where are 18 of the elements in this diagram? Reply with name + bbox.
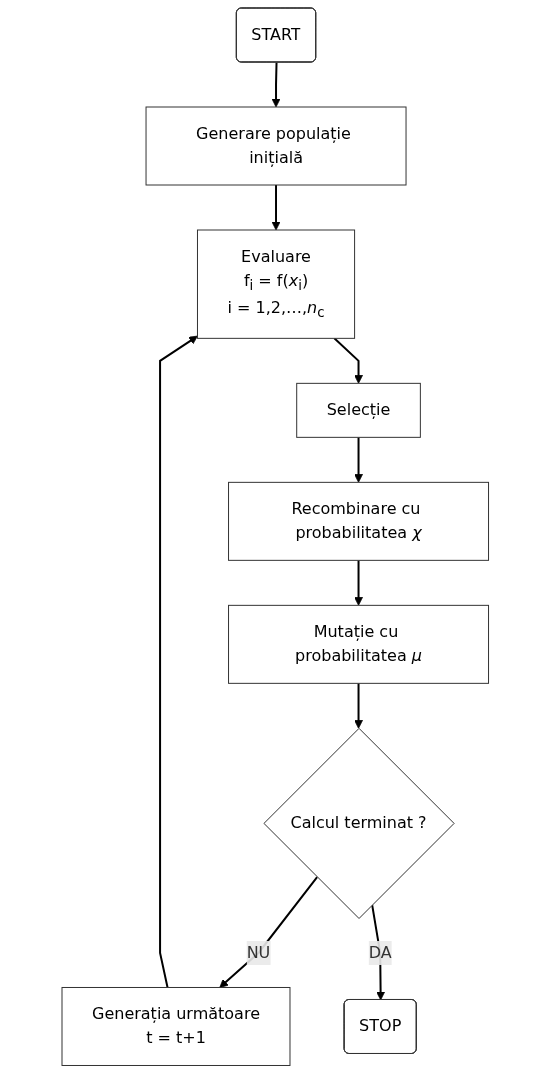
- edge-label: DA: [368, 942, 392, 962]
- node-box: Generația următoare t = t+1: [61, 987, 291, 1066]
- arrow: [333, 337, 363, 384]
- node-diamond: Calcul terminat ?: [263, 727, 455, 919]
- edge-label: NU: [246, 942, 271, 962]
- node-box: Mutație cu probabilitatea μ: [227, 604, 489, 684]
- arrow: [370, 903, 385, 1001]
- arrow: [353, 559, 363, 606]
- arrow: [353, 682, 363, 729]
- arrow: [158, 335, 198, 989]
- node-box: Generare populație inițială: [145, 106, 407, 186]
- arrow: [219, 876, 318, 988]
- node-box: Selecție: [295, 382, 421, 438]
- node-box: Evaluare f$_{i}$ = f(x$_{i}$) i = 1,2,…,n$_{c}$: [196, 229, 355, 339]
- arrow: [271, 184, 281, 231]
- arrow: [271, 61, 281, 108]
- node-box: Recombinare cu probabilitatea χ: [227, 481, 489, 561]
- arrow: [353, 436, 363, 483]
